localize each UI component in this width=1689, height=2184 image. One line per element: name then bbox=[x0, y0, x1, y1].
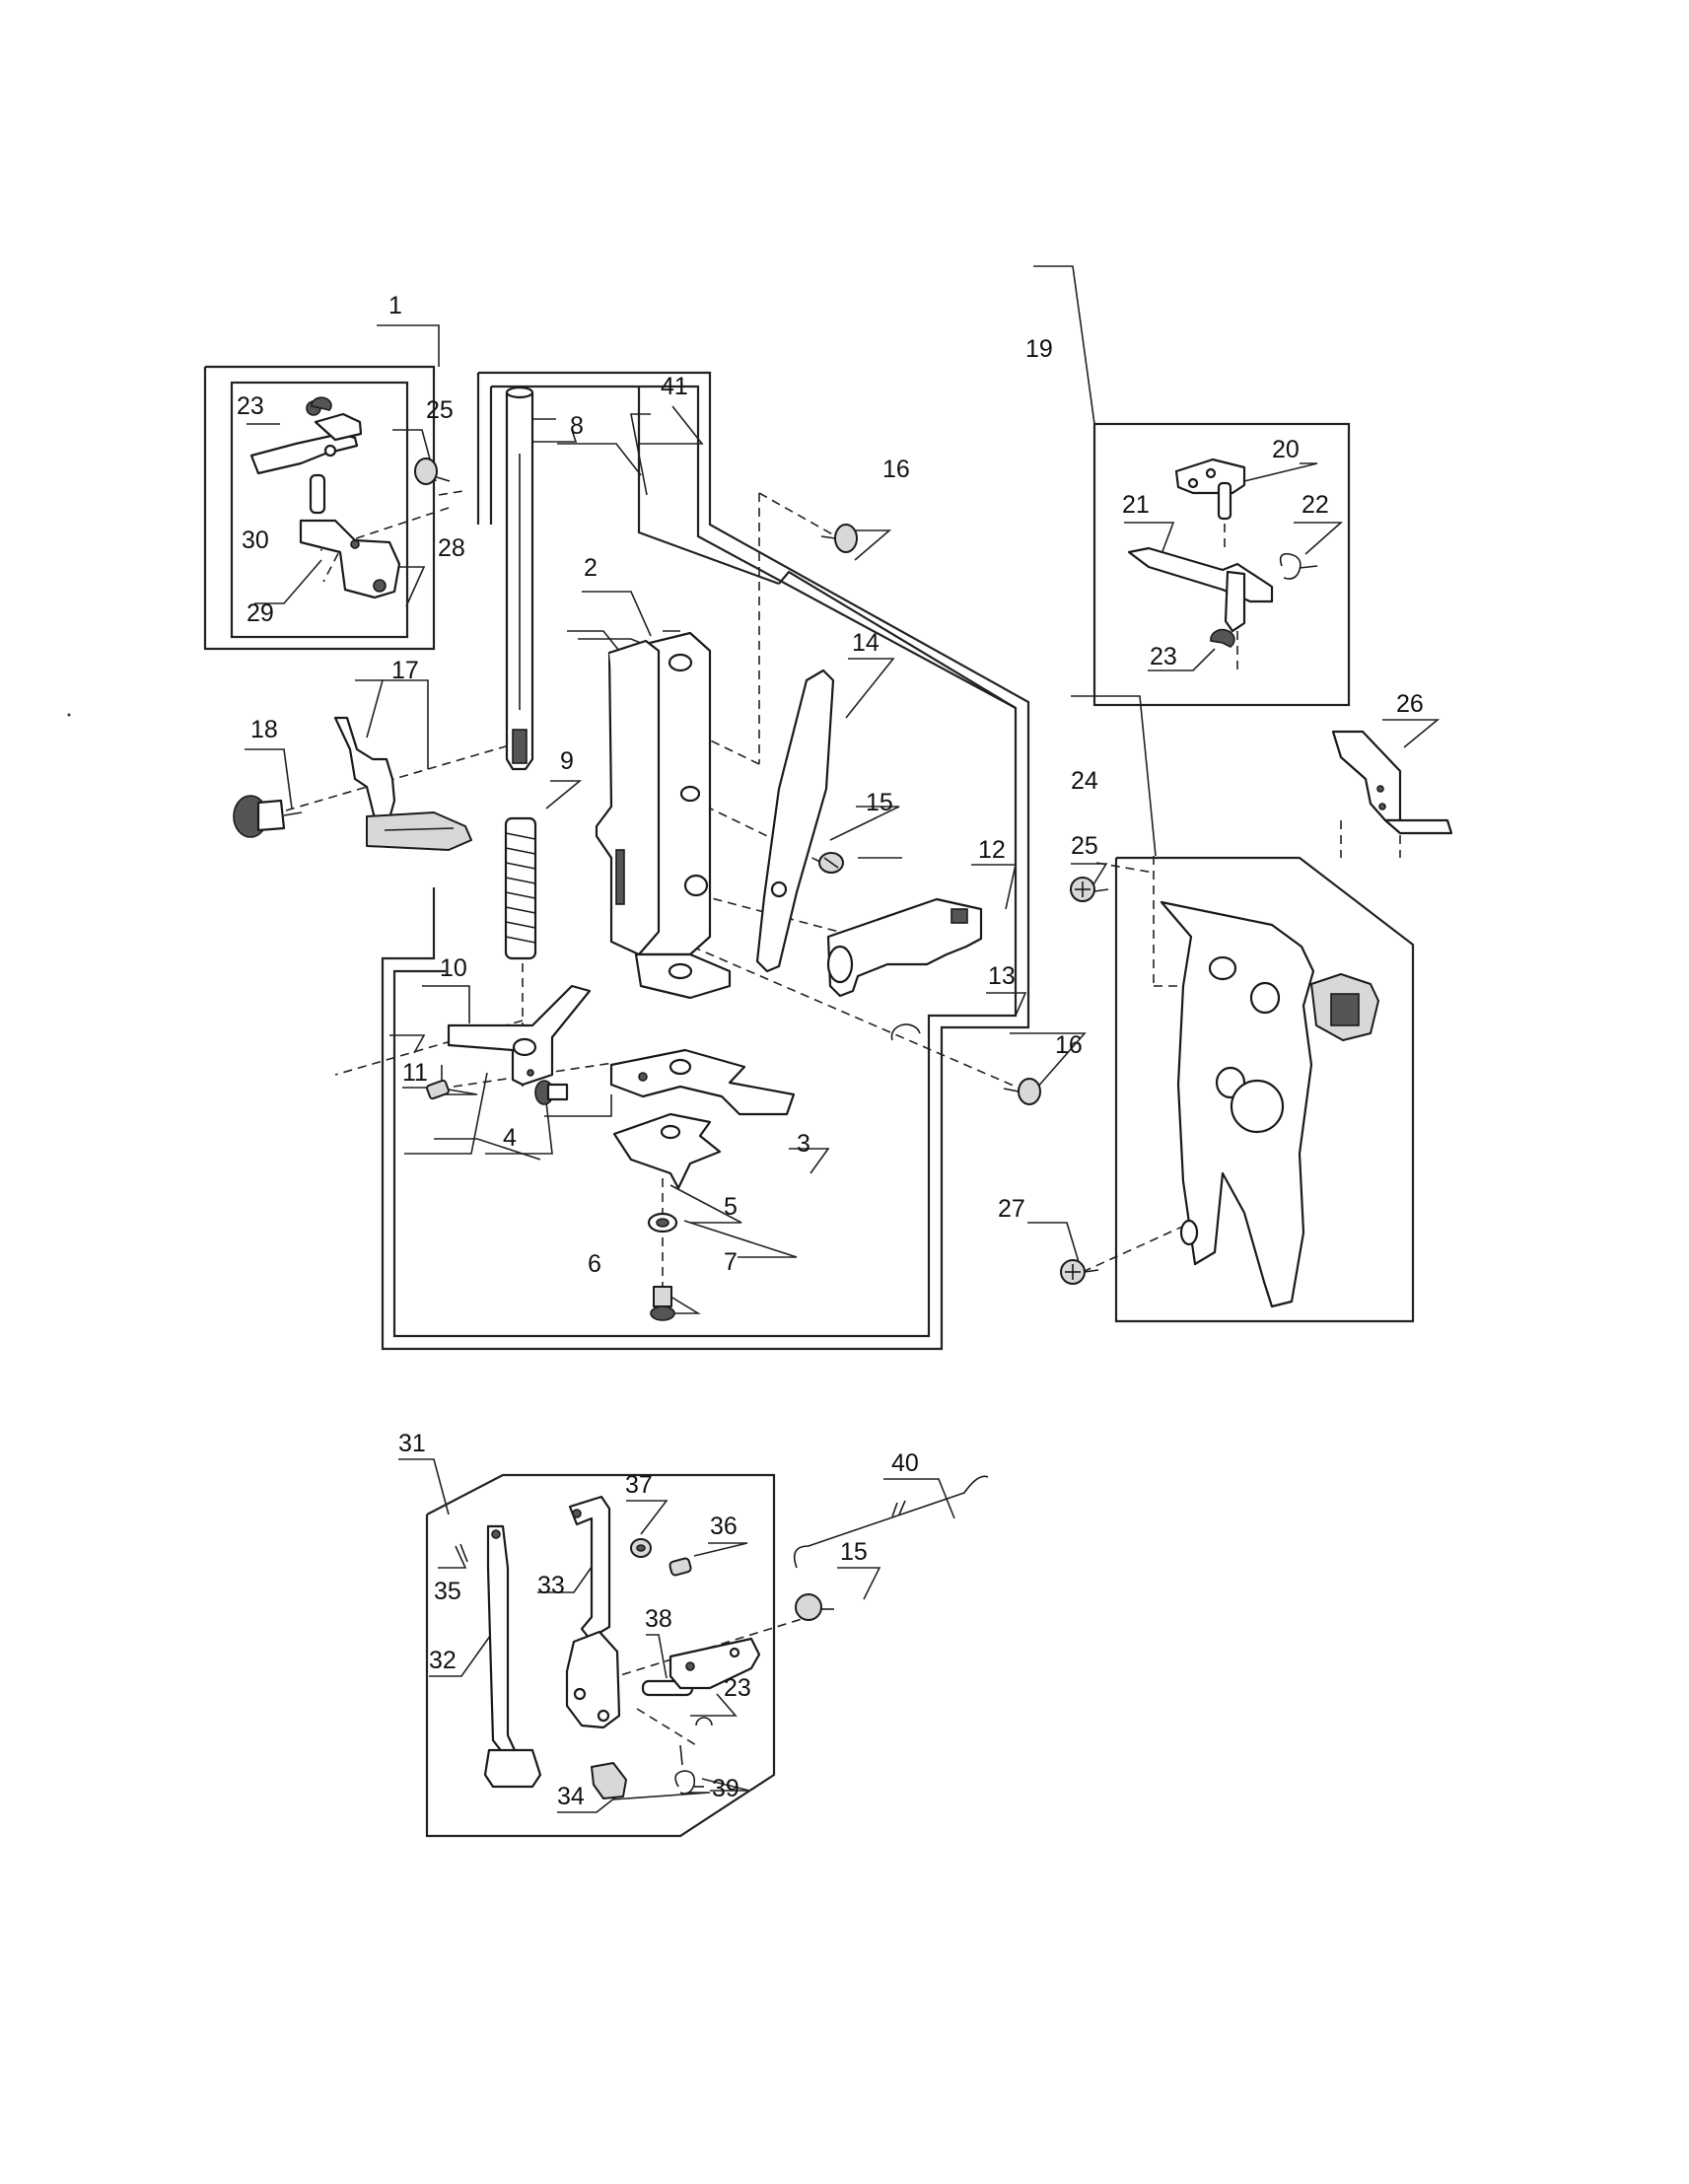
part-11-set-screw bbox=[426, 1079, 450, 1100]
label-22: 22 bbox=[1302, 491, 1329, 519]
label-29: 29 bbox=[246, 599, 274, 627]
frame-assembly-41 bbox=[381, 371, 1030, 1351]
label-40: 40 bbox=[891, 1449, 919, 1477]
part-39-spring bbox=[674, 1744, 704, 1795]
stray-dot bbox=[67, 713, 71, 717]
part-40-wire bbox=[793, 1475, 989, 1569]
frame-assembly-1 bbox=[203, 365, 436, 651]
label-20: 20 bbox=[1272, 436, 1300, 463]
part-8-presser-bar bbox=[505, 386, 534, 771]
label-25-mid: 25 bbox=[1071, 832, 1098, 860]
label-5: 5 bbox=[724, 1193, 738, 1221]
part-14-lever bbox=[755, 669, 835, 973]
part-13-e-ring bbox=[890, 1023, 921, 1041]
label-1: 1 bbox=[388, 292, 402, 319]
part-37-nut bbox=[630, 1538, 652, 1558]
label-31: 31 bbox=[398, 1430, 426, 1457]
label-18: 18 bbox=[250, 716, 278, 743]
part-30-bracket bbox=[249, 400, 363, 515]
part-20-plate bbox=[1174, 458, 1246, 521]
part-29-lifter bbox=[299, 519, 401, 599]
part-33-lever bbox=[565, 1495, 621, 1729]
label-2: 2 bbox=[584, 554, 598, 582]
label-33: 33 bbox=[537, 1572, 565, 1599]
part-36-screw bbox=[669, 1557, 692, 1577]
part-22-spring bbox=[1279, 552, 1318, 580]
label-37: 37 bbox=[625, 1471, 653, 1499]
part-32-lever bbox=[483, 1524, 542, 1789]
part-23-plate-lower bbox=[669, 1637, 761, 1690]
part-23-e-ring-lower bbox=[695, 1717, 713, 1726]
label-36: 36 bbox=[710, 1513, 738, 1540]
label-38: 38 bbox=[645, 1605, 672, 1633]
part-6-screw bbox=[650, 1286, 675, 1321]
part-26-bracket bbox=[1331, 730, 1453, 835]
part-24-cover bbox=[1160, 900, 1379, 1308]
part-35-pin bbox=[459, 1543, 468, 1563]
part-9-spring bbox=[504, 816, 537, 960]
label-15-lower: 15 bbox=[840, 1538, 868, 1566]
label-12: 12 bbox=[978, 836, 1006, 864]
label-27: 27 bbox=[998, 1195, 1025, 1223]
label-23-lower: 23 bbox=[724, 1674, 751, 1702]
label-8: 8 bbox=[570, 412, 584, 440]
part-21-lever bbox=[1127, 546, 1274, 633]
callout-labels: 1 41 23 25 8 30 28 29 16 2 14 17 18 9 15… bbox=[237, 292, 1424, 1810]
frame-assembly-19 bbox=[1092, 422, 1351, 707]
label-23-mid: 23 bbox=[1150, 643, 1177, 670]
part-18-thumb-screw bbox=[233, 795, 303, 838]
label-7: 7 bbox=[724, 1248, 738, 1276]
label-34: 34 bbox=[557, 1783, 585, 1810]
part-34-pad bbox=[591, 1762, 627, 1799]
part-27-screw bbox=[1060, 1259, 1099, 1285]
label-35: 35 bbox=[434, 1578, 461, 1605]
part-23-e-ring-19 bbox=[1210, 628, 1235, 648]
part-15-screw-lower bbox=[795, 1593, 834, 1621]
label-39: 39 bbox=[712, 1775, 739, 1802]
part-16-screw-bottom bbox=[1003, 1078, 1041, 1105]
label-25-top: 25 bbox=[426, 396, 454, 424]
label-32: 32 bbox=[429, 1647, 457, 1674]
label-30: 30 bbox=[242, 527, 269, 554]
label-4: 4 bbox=[503, 1124, 517, 1152]
label-15-top: 15 bbox=[866, 789, 893, 816]
frame-assembly-24 bbox=[1114, 856, 1415, 1323]
label-9: 9 bbox=[560, 747, 574, 775]
part-5-plate bbox=[612, 1112, 722, 1190]
part-25-screw-mid bbox=[1070, 877, 1109, 902]
label-14: 14 bbox=[852, 629, 880, 657]
part-25-screw-top bbox=[414, 458, 451, 485]
part-2-bracket bbox=[595, 631, 732, 1000]
label-10: 10 bbox=[440, 954, 467, 982]
label-24: 24 bbox=[1071, 767, 1098, 795]
label-6: 6 bbox=[588, 1250, 601, 1278]
part-15-screw bbox=[818, 852, 844, 874]
part-23-e-ring-28 bbox=[311, 396, 332, 411]
label-41: 41 bbox=[661, 373, 688, 400]
part-10-bracket bbox=[447, 984, 592, 1087]
frame-assembly-31 bbox=[425, 1473, 776, 1838]
label-26: 26 bbox=[1396, 690, 1424, 718]
part-3-plate bbox=[609, 1048, 796, 1116]
label-16-top: 16 bbox=[882, 456, 910, 483]
part-7-washer bbox=[647, 1212, 678, 1233]
frame-subassembly-28 bbox=[230, 381, 409, 639]
label-21: 21 bbox=[1122, 491, 1150, 519]
label-17: 17 bbox=[391, 657, 419, 684]
label-16-bottom: 16 bbox=[1055, 1031, 1083, 1059]
label-3: 3 bbox=[797, 1130, 810, 1158]
label-23-top: 23 bbox=[237, 392, 264, 420]
part-12-lever bbox=[826, 897, 983, 998]
part-17-presser-foot bbox=[333, 716, 472, 851]
label-13: 13 bbox=[988, 962, 1016, 990]
part-4-screw bbox=[534, 1080, 569, 1105]
label-28: 28 bbox=[438, 534, 465, 562]
label-19: 19 bbox=[1025, 335, 1053, 363]
label-11: 11 bbox=[402, 1059, 428, 1087]
part-16-screw-top bbox=[820, 524, 858, 553]
